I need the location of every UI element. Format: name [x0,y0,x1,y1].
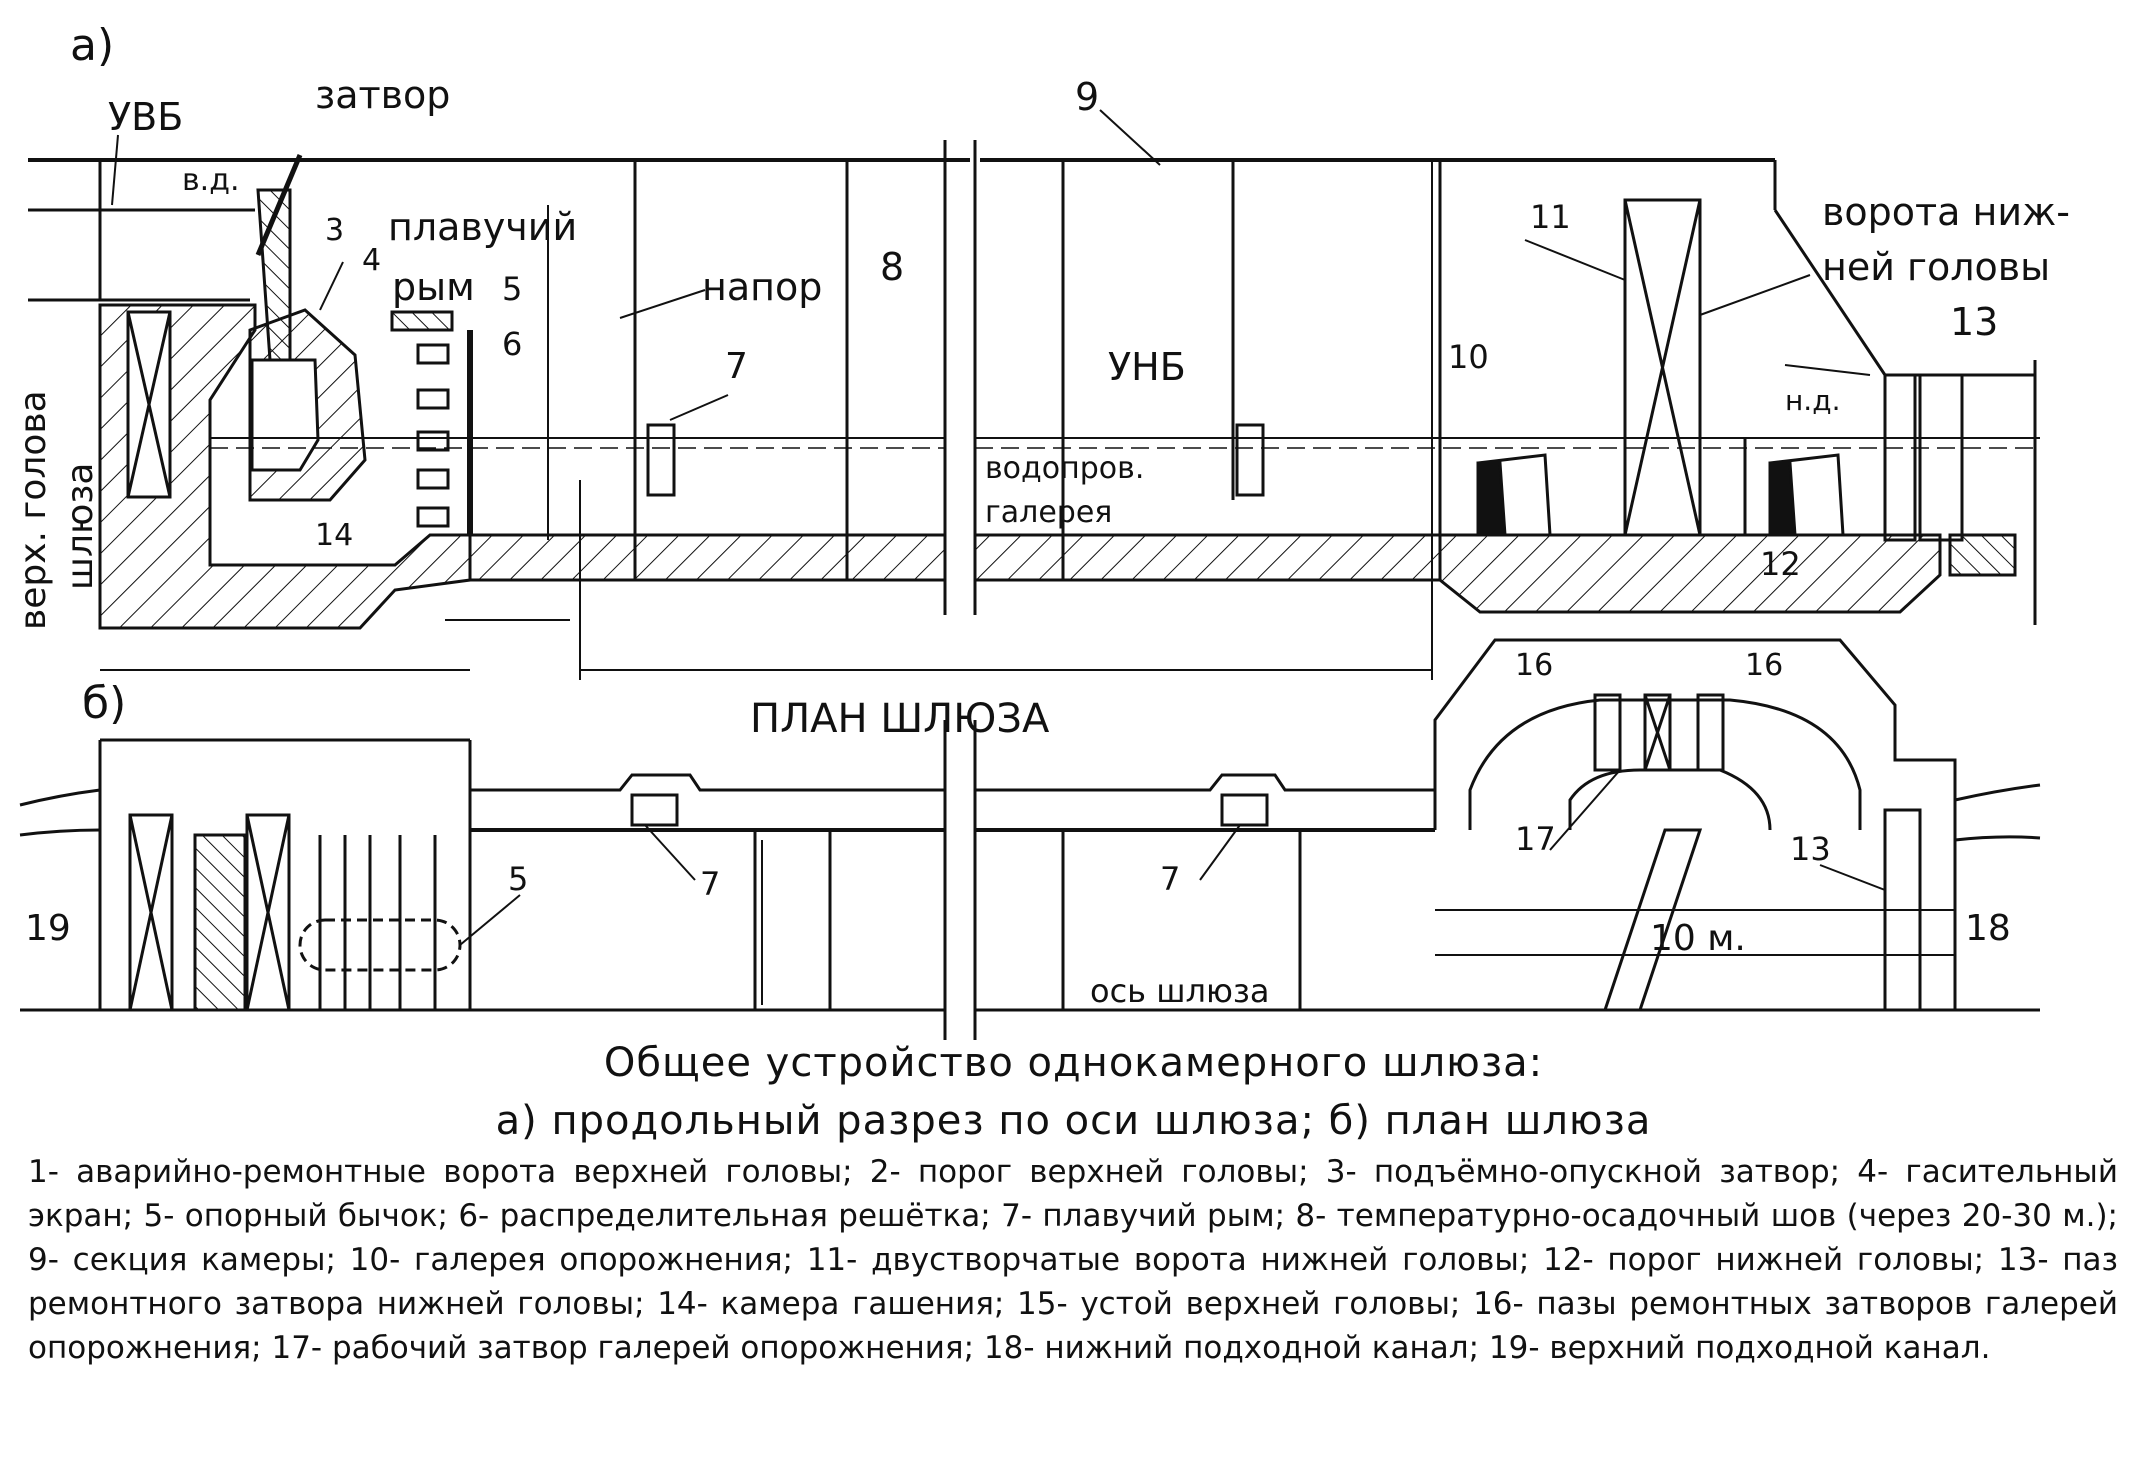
label-n5: 5 [502,270,522,308]
caption-line-2: а) продольный разрез по оси шлюза; б) пл… [495,1098,1652,1144]
section-a-drawing [28,109,2040,680]
label-n13: 13 [1950,300,1998,344]
label-side-2: шлюза [60,463,101,590]
section-b-drawing [19,638,2041,1040]
label-n10: 10 [1448,338,1489,376]
label-n6: 6 [502,325,522,363]
label-zatvor: затвор [315,73,450,117]
label-n8: 8 [880,245,904,289]
label-n14: 14 [315,518,353,553]
label-b-n19: 19 [25,908,71,949]
label-vd: в.д. [182,163,240,198]
label-b-n18: 18 [1965,908,2011,949]
label-galereya: галерея [985,495,1112,530]
section-a-labels: а) УВБ затвор в.д. 3 4 плавучий рым 5 6 … [13,20,2070,630]
label-b-n17: 17 [1515,820,1556,858]
label-b-dim: 10 м. [1650,918,1746,959]
label-n4: 4 [362,243,381,278]
label-b-os: ось шлюза [1090,972,1270,1010]
label-b-n5: 5 [508,860,528,898]
label-n12: 12 [1760,545,1801,583]
legend-text: 1- аварийно-ремонтные ворота верхней гол… [28,1154,2118,1366]
label-b-n16b: 16 [1745,648,1783,683]
section-a-marker: а) [70,20,114,71]
label-n3: 3 [325,213,344,248]
label-side-1: верх. голова [13,390,54,630]
plan-title: ПЛАН ШЛЮЗА [750,696,1050,742]
section-b-labels: б) ПЛАН ШЛЮЗА 5 7 7 13 16 16 17 18 19 10… [25,648,2011,1010]
label-n11: 11 [1530,198,1571,236]
caption-line-1: Общее устройство однокамерного шлюза: [603,1040,1544,1086]
label-vorota-1: ворота ниж- [1822,190,2070,234]
label-plav-1: плавучий [388,205,577,249]
section-b-marker: б) [82,678,126,729]
label-vorota-2: ней головы [1822,245,2050,289]
label-n9: 9 [1075,75,1099,119]
label-b-n7a: 7 [700,865,720,903]
label-unb: УНБ [1108,345,1186,389]
label-b-n7b: 7 [1160,860,1180,898]
label-b-n16a: 16 [1515,648,1553,683]
label-plav-2: рым [392,265,475,309]
label-vodoprov: водопров. [985,451,1144,486]
label-nd: н.д. [1785,384,1840,417]
label-b-n13: 13 [1790,830,1831,868]
label-n7: 7 [725,346,748,387]
label-napor: напор [702,265,822,309]
label-uvb: УВБ [108,95,183,139]
